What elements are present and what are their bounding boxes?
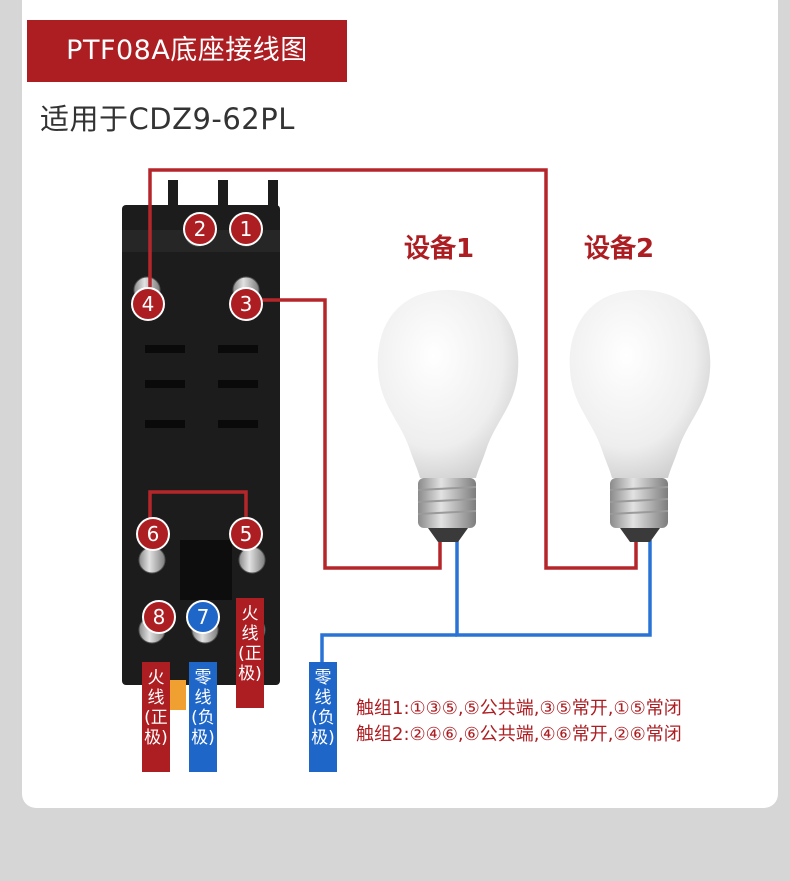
neutral-wires — [320, 540, 652, 670]
terminal-1-badge: 1 — [229, 212, 263, 246]
live-tag-terminal-8: 火线(正极) — [142, 662, 170, 772]
subtitle: 适用于CDZ9-62PL — [40, 102, 295, 136]
neutral-tag-bulbs: 零线(负极) — [309, 662, 337, 772]
relay-base — [122, 180, 280, 710]
terminal-6-badge: 6 — [136, 517, 170, 551]
bulb-2 — [569, 290, 711, 542]
bulb-1 — [377, 290, 519, 542]
terminal-8-badge: 8 — [142, 600, 176, 634]
terminal-2-badge: 2 — [183, 212, 217, 246]
terminal-5-badge: 5 — [229, 517, 263, 551]
title-banner: PTF08A底座接线图 — [27, 20, 347, 82]
terminal-3-badge: 3 — [229, 287, 263, 321]
contact-group-2-note: 触组2:②④⑥,⑥公共端,④⑥常开,②⑥常闭 — [356, 724, 682, 745]
terminal-4-badge: 4 — [131, 287, 165, 321]
terminal-7-badge: 7 — [186, 600, 220, 634]
live-wires — [148, 168, 638, 570]
neutral-tag-terminal-7: 零线(负极) — [189, 662, 217, 772]
live-tag-terminal-5: 火线(正极) — [236, 598, 264, 708]
contact-group-1-note: 触组1:①③⑤,⑤公共端,③⑤常开,①⑤常闭 — [356, 698, 682, 719]
device-2-label: 设备2 — [584, 234, 655, 264]
device-1-label: 设备1 — [404, 234, 475, 264]
